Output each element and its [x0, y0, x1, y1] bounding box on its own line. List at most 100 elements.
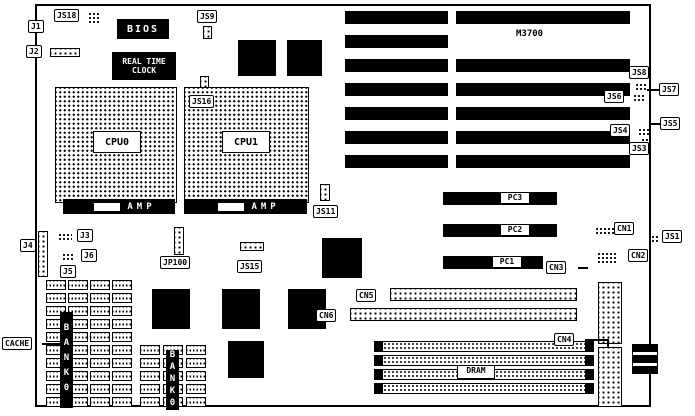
label-js15: JS15 — [237, 260, 263, 273]
cn3-pointer-line — [578, 267, 588, 269]
sram-socket — [186, 384, 206, 394]
sram-socket — [112, 332, 132, 342]
amp-key-notch — [94, 202, 121, 211]
cn4-pointer-line — [585, 339, 609, 341]
cache-pointer-line — [42, 343, 60, 345]
expansion-slot — [456, 11, 630, 24]
expansion-slot — [345, 59, 448, 72]
sram-socket — [112, 384, 132, 394]
label-js4: JS4 — [610, 124, 631, 137]
dram-label: DRAM — [457, 365, 495, 379]
sram-socket — [46, 293, 66, 303]
js7-pointer-line — [647, 89, 660, 91]
ic-chip — [287, 40, 322, 76]
label-js18: JS18 — [54, 9, 80, 22]
bios-chip: BIOS — [117, 19, 169, 39]
sram-socket — [186, 397, 206, 407]
amp-connector-1: AMP — [184, 199, 307, 214]
label-js16: JS16 — [189, 95, 215, 108]
pc2-slot-label: PC2 — [501, 225, 529, 235]
label-cn2: CN2 — [628, 249, 649, 262]
sram-socket — [90, 397, 110, 407]
sram-socket — [112, 371, 132, 381]
cpu1-label: CPU1 — [222, 131, 270, 153]
label-j5: J5 — [60, 265, 76, 278]
sram-socket — [140, 371, 160, 381]
sram-socket — [140, 345, 160, 355]
sram-socket — [46, 280, 66, 290]
sram-socket — [140, 384, 160, 394]
expansion-slot — [456, 107, 630, 120]
sram-socket — [90, 345, 110, 355]
label-j4: J4 — [20, 239, 36, 252]
sram-socket — [186, 345, 206, 355]
sram-socket — [112, 345, 132, 355]
sram-socket — [186, 371, 206, 381]
pc2-slot: PC2 — [443, 224, 557, 237]
expansion-slot — [456, 83, 630, 96]
cn6-connector — [350, 308, 577, 321]
expansion-slot — [345, 83, 448, 96]
bank0-strip: BANK0 — [166, 350, 179, 410]
sram-socket — [90, 384, 110, 394]
ic-chip — [238, 40, 276, 76]
external-port-connector — [632, 344, 658, 374]
pc1-slot: PC1 — [443, 256, 543, 269]
sram-socket — [46, 306, 66, 316]
sram-socket — [90, 306, 110, 316]
ic-chip — [222, 289, 260, 329]
label-js9: JS9 — [197, 10, 218, 23]
sram-socket — [68, 280, 88, 290]
jumper-block-j6 — [61, 252, 74, 260]
simm-socket — [374, 383, 594, 394]
expansion-slot — [345, 155, 448, 168]
rtc-label-line1: REAL TIME — [122, 57, 166, 66]
sram-socket — [90, 293, 110, 303]
jumper-block-j2 — [50, 48, 80, 57]
cpu0-socket — [55, 87, 177, 203]
cpu0-label: CPU0 — [93, 131, 141, 153]
label-js7: JS7 — [659, 83, 680, 96]
sram-socket — [140, 397, 160, 407]
jumper-block-js11 — [320, 184, 330, 201]
jumper-block-cn2 — [596, 251, 618, 263]
label-cache: CACHE — [2, 337, 33, 350]
label-cn1: CN1 — [614, 222, 635, 235]
jumper-block-js8 — [634, 82, 646, 90]
label-js8: JS8 — [629, 66, 650, 79]
label-cn5: CN5 — [356, 289, 377, 302]
jumper-block-j3 — [57, 232, 72, 241]
simm-socket — [374, 341, 594, 352]
label-js1: JS1 — [662, 230, 683, 243]
rtc-label-line2: CLOCK — [131, 66, 157, 75]
js5-pointer-line — [649, 123, 661, 125]
label-js6: JS6 — [604, 90, 625, 103]
sram-socket — [112, 306, 132, 316]
cn4-connector — [598, 347, 622, 407]
jumper-block-js6-js7 — [632, 93, 646, 102]
pc3-slot-label: PC3 — [501, 193, 529, 203]
jumper-block-cn1 — [594, 226, 614, 235]
expansion-slot — [456, 131, 630, 144]
expansion-slot — [456, 155, 630, 168]
ic-chip — [152, 289, 190, 329]
sram-socket — [112, 293, 132, 303]
ic-chip — [322, 238, 362, 278]
sram-socket — [90, 358, 110, 368]
sram-socket — [112, 280, 132, 290]
sram-socket — [140, 358, 160, 368]
sram-socket — [90, 280, 110, 290]
sram-socket — [112, 319, 132, 329]
expansion-slot — [345, 11, 448, 24]
label-js5: JS5 — [660, 117, 681, 130]
jumper-block-js1 — [650, 234, 660, 242]
board-model: M3700 — [516, 29, 544, 39]
sram-socket — [112, 358, 132, 368]
cn5-connector — [390, 288, 577, 301]
expansion-slot — [456, 59, 630, 72]
sram-socket — [90, 332, 110, 342]
amp-label: AMP — [251, 201, 280, 212]
pc3-slot: PC3 — [443, 192, 557, 205]
amp-connector-0: AMP — [63, 199, 175, 214]
